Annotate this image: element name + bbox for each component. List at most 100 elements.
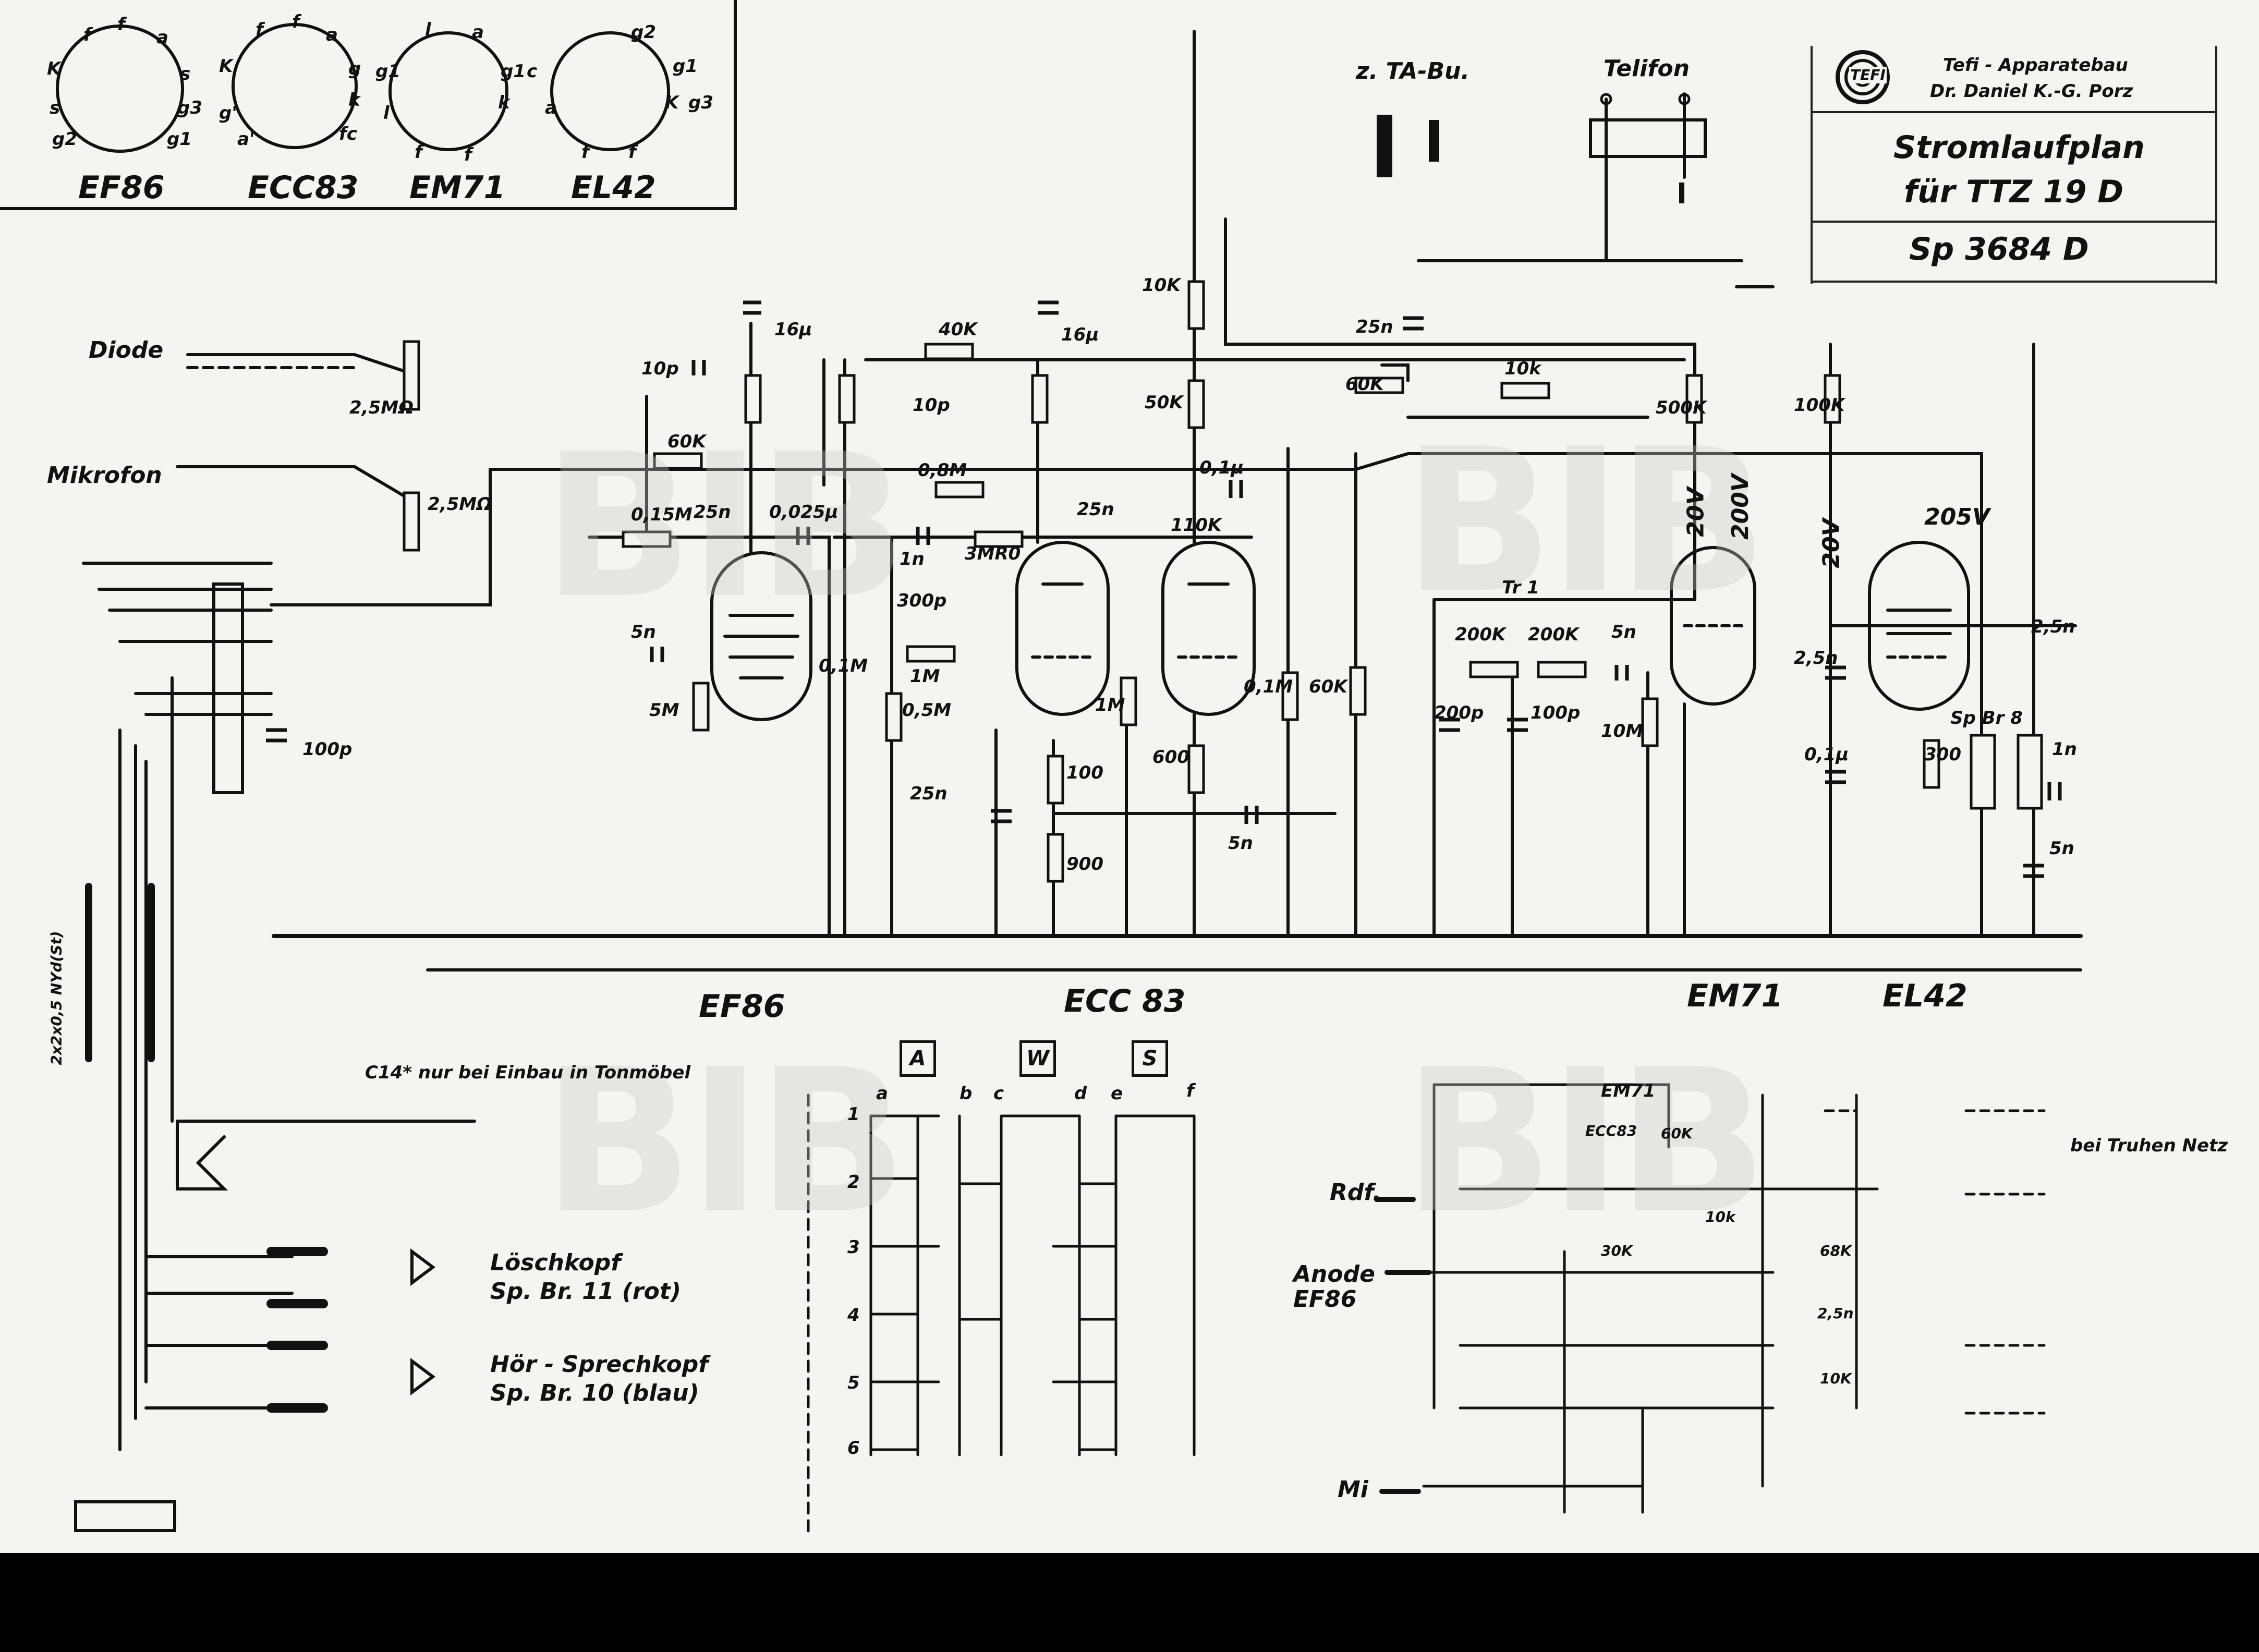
r4-value: 40K — [939, 319, 977, 340]
c18-value: 5n — [1611, 622, 1636, 642]
r13-value: 1M — [1095, 695, 1125, 715]
r26-value: 100K — [1794, 395, 1845, 416]
loeschkopf-sub: Sp. Br. 11 (rot) — [490, 1278, 681, 1305]
ta-bu-label: z. TA-Bu. — [1356, 58, 1470, 84]
switch-col-label: b — [960, 1083, 973, 1104]
telifon-label: Telifon — [1604, 55, 1690, 82]
rdf-label: Rdf. — [1330, 1179, 1381, 1206]
c15-value: 5n — [1228, 833, 1253, 854]
drawing-number: Sp 3684 D — [1909, 231, 2089, 268]
tube-label-ecc83: ECC 83 — [1064, 983, 1186, 1019]
tube-em71-symbol — [1670, 546, 1756, 706]
tube-label-em71: EM71 — [1687, 978, 1783, 1014]
r20-value: 10K — [1142, 275, 1181, 296]
tube-ef86-symbol — [710, 551, 812, 721]
pin-label: g3 — [177, 98, 202, 118]
model-label: für TTZ 19 D — [1904, 174, 2124, 210]
switch-row-label: 1 — [847, 1104, 860, 1125]
switch-row-label: 2 — [847, 1172, 860, 1193]
layout-board — [1374, 1083, 2046, 1514]
r1-value: 5M — [649, 700, 679, 721]
pin-label: K — [665, 92, 679, 113]
r25-value: 300 — [1924, 744, 1961, 765]
tube-base-label: ECC83 — [248, 169, 359, 206]
switch-row-label: 5 — [847, 1372, 860, 1393]
r11-value: 100 — [1066, 762, 1103, 783]
board-label: 68K — [1820, 1242, 1852, 1259]
c12-value: 25n — [1077, 499, 1114, 520]
switch-row-label: 6 — [847, 1438, 860, 1459]
c8-value: 300p — [897, 590, 947, 611]
watermark: BIB — [1403, 1026, 1768, 1257]
diode-input-label: Diode — [89, 337, 164, 363]
r16-value: 60K — [1309, 676, 1347, 697]
tube-base-el42 — [550, 31, 670, 151]
r19-value: 10k — [1504, 358, 1541, 379]
r3-value: 0,15M — [631, 504, 693, 525]
c4-value: 16μ — [774, 319, 812, 340]
c11-value: 16μ — [1061, 324, 1099, 345]
c6-value: 0,025μ — [769, 502, 839, 523]
pin-label: g1 — [167, 129, 192, 150]
pin-label: g1 — [673, 56, 698, 77]
watermark: BIB — [1403, 406, 1768, 637]
mikrofon-input-label: Mikrofon — [47, 462, 162, 489]
pin-label: a — [472, 22, 484, 43]
r10-value: 0,5M — [902, 700, 952, 721]
wire-mikrofon — [176, 465, 414, 502]
board-label: 2,5n — [1817, 1305, 1854, 1322]
tube-label-el42: EL42 — [1882, 978, 1967, 1014]
c23-value: 5n — [2049, 838, 2074, 859]
p1-value: 2,5MΩ — [428, 494, 492, 515]
r21-value: 200K — [1455, 624, 1506, 645]
pin-label: a — [545, 98, 557, 118]
pin-label: K — [47, 58, 61, 79]
schematic-sheet: BIB BIB BIB BIB EF86 ECC83 EM71 EL42 f f… — [0, 0, 2259, 1553]
board-label: ECC83 — [1585, 1122, 1637, 1139]
pin-label: f — [117, 14, 125, 35]
board-label: 10k — [1705, 1208, 1735, 1225]
r15-value: 0,1M — [1244, 676, 1293, 697]
watermark: BIB — [542, 411, 908, 642]
r12-value: 900 — [1066, 854, 1103, 874]
wire-diode — [186, 353, 419, 377]
logo-text: TEFI — [1849, 66, 1887, 83]
pin-label: l — [383, 103, 390, 124]
voltage-label: 20V — [1818, 518, 1845, 568]
pin-label: s — [180, 64, 191, 84]
company-line-1: Tefi - Apparatebau — [1943, 55, 2128, 76]
anode-ef86-label: Anode EF86 — [1293, 1261, 1375, 1313]
tube-base-label: EF86 — [78, 169, 165, 206]
board-label: 60K — [1661, 1125, 1693, 1142]
c2-value: 10p — [641, 358, 679, 379]
watermark: BIB — [542, 1026, 908, 1257]
pin-label: f — [415, 142, 422, 163]
tube-ecc83a-symbol — [1015, 541, 1110, 716]
hoerkopf-sub: Sp. Br. 10 (blau) — [490, 1380, 699, 1406]
c5-value: 25n — [694, 502, 731, 523]
r24-value: 500K — [1656, 397, 1707, 418]
pin-label: k — [498, 92, 510, 113]
voltage-label: 200V — [1727, 474, 1754, 540]
pin-label: g — [348, 58, 361, 79]
switch-group-a: A — [900, 1040, 936, 1077]
pin-label: g1 — [501, 61, 526, 82]
c19-value: 2,5n — [1794, 648, 1838, 669]
tr1-label: Tr 1 — [1502, 577, 1539, 598]
r2-value: 60K — [667, 431, 706, 452]
switch-col-label: c — [993, 1083, 1004, 1104]
pin-label: g1 — [375, 61, 400, 82]
tube-base-frame — [0, 0, 737, 210]
pin-label: f — [464, 144, 472, 165]
switch-col-label: a — [876, 1083, 888, 1104]
voltage-label: 20V — [1682, 487, 1709, 537]
pin-label: f — [292, 11, 300, 32]
tube-base-ecc83 — [232, 23, 358, 149]
board-label: 30K — [1601, 1242, 1633, 1259]
switch-group-w: W — [1019, 1040, 1056, 1077]
c14-value: 25n — [1356, 317, 1393, 337]
schematic-drawing — [0, 0, 2083, 1540]
switch-row-label: 3 — [847, 1237, 860, 1258]
c14-note: C14* nur bei Einbau in Tonmöbel — [365, 1062, 691, 1083]
pin-label: f — [581, 142, 589, 163]
